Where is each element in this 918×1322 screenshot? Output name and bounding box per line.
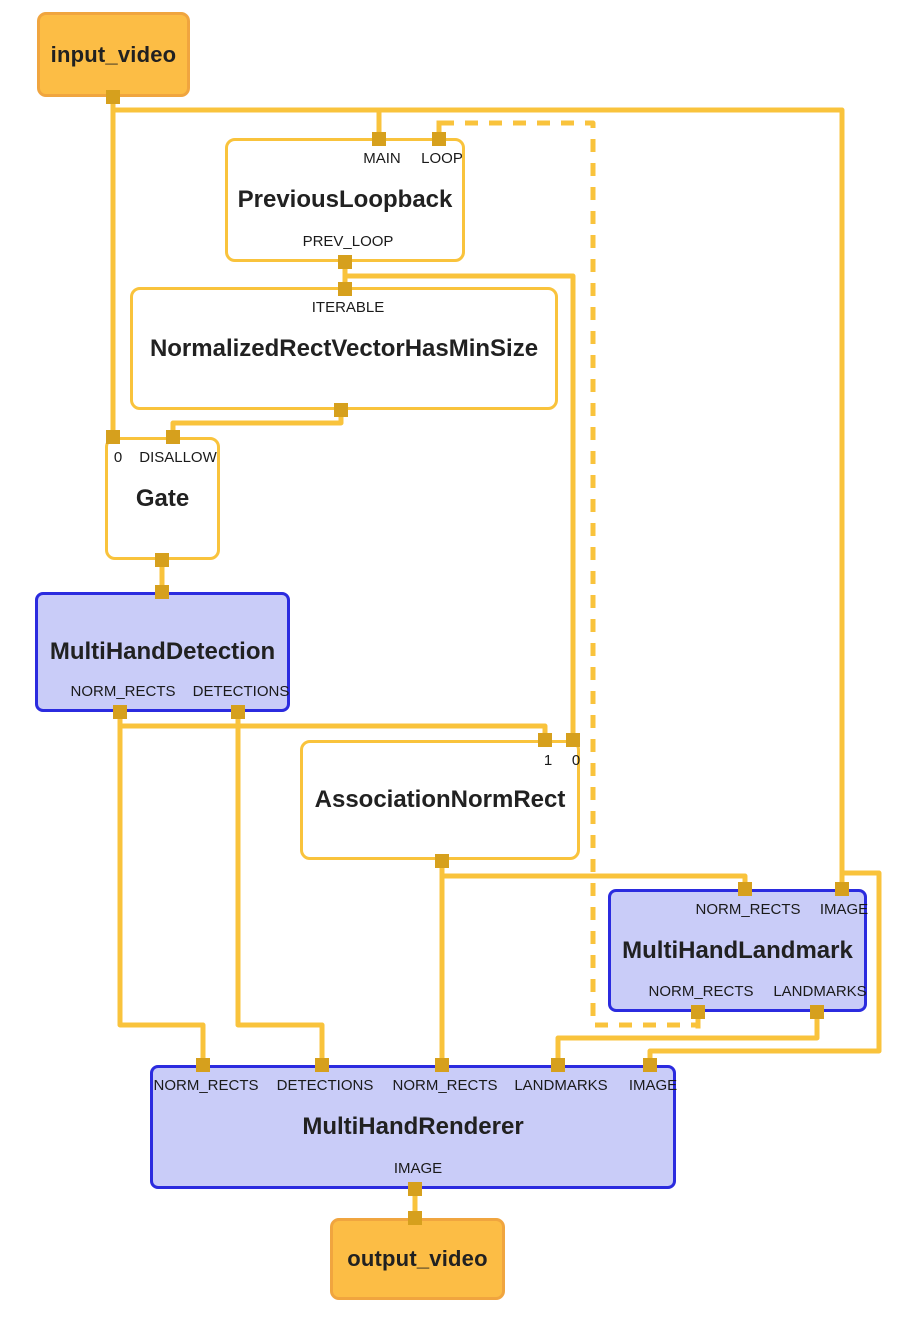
node-multi-hand-renderer[interactable]: NORM_RECTS DETECTIONS NORM_RECTS LANDMAR… <box>150 1065 678 1189</box>
port-label-landmark-norm-rects-in: NORM_RECTS <box>695 901 801 918</box>
port-label-renderer-detections: DETECTIONS <box>276 1077 374 1094</box>
node-gate[interactable]: 0 DISALLOW Gate <box>105 437 220 560</box>
edge-minsize-to-gate-disallow <box>170 407 344 440</box>
port-label-detection-detections: DETECTIONS <box>192 683 290 700</box>
port-label-association-1: 1 <box>543 752 553 769</box>
port-label-loop: LOOP <box>421 150 463 167</box>
edge-association-to-landmark-normrects <box>439 873 748 892</box>
node-normalized-rect-vector-has-min-size[interactable]: ITERABLE NormalizedRectVectorHasMinSize <box>130 287 558 410</box>
multi-hand-renderer-title: MultiHandRenderer <box>302 1113 524 1140</box>
port-label-main: MAIN <box>363 150 401 167</box>
port-label-renderer-image-out: IMAGE <box>393 1160 443 1177</box>
port-label-prev-loop: PREV_LOOP <box>302 233 394 250</box>
node-association-norm-rect[interactable]: 1 0 AssociationNormRect <box>300 740 580 860</box>
port-label-gate-0: 0 <box>113 449 123 466</box>
port-label-renderer-landmarks: LANDMARKS <box>514 1077 608 1094</box>
port-label-association-0: 0 <box>571 752 581 769</box>
edge-detection-normrects-to-association-1 <box>117 723 548 743</box>
node-input-video[interactable]: input_video <box>37 12 190 97</box>
edge-detection-normrects-to-renderer <box>117 709 206 1068</box>
output-video-title: output_video <box>347 1246 488 1271</box>
node-multi-hand-detection[interactable]: MultiHandDetection NORM_RECTS DETECTIONS <box>35 592 290 712</box>
input-video-title: input_video <box>50 41 177 67</box>
port-label-landmark-norm-rects-out: NORM_RECTS <box>648 983 754 1000</box>
port-label-disallow: DISALLOW <box>139 449 217 466</box>
port-label-renderer-norm-rects-2: NORM_RECTS <box>392 1077 498 1094</box>
previous-loopback-title: PreviousLoopback <box>237 186 453 213</box>
multi-hand-detection-title: MultiHandDetection <box>49 638 276 665</box>
port-label-landmark-landmarks-out: LANDMARKS <box>773 983 867 1000</box>
port-label-iterable: ITERABLE <box>311 299 385 316</box>
node-multi-hand-landmark[interactable]: NORM_RECTS IMAGE MultiHandLandmark NORM_… <box>608 889 869 1012</box>
multi-hand-landmark-title: MultiHandLandmark <box>622 936 853 964</box>
node-previous-loopback[interactable]: MAIN LOOP PreviousLoopback PREV_LOOP <box>225 138 465 262</box>
node-output-video[interactable]: output_video <box>330 1218 505 1300</box>
association-norm-rect-title: AssociationNormRect <box>314 786 566 813</box>
port-label-renderer-image-in: IMAGE <box>628 1077 678 1094</box>
normalized-rect-vector-has-min-size-title: NormalizedRectVectorHasMinSize <box>149 334 539 362</box>
port-label-renderer-norm-rects-1: NORM_RECTS <box>153 1077 259 1094</box>
port-label-detection-norm-rects: NORM_RECTS <box>70 683 176 700</box>
edge-landmark-landmarks-to-renderer <box>555 1009 820 1068</box>
gate-title: Gate <box>135 484 190 512</box>
port-label-landmark-image-in: IMAGE <box>819 901 869 918</box>
